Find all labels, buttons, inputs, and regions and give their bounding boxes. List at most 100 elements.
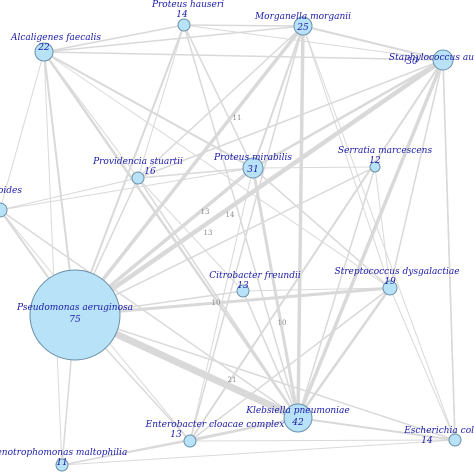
- edge-af-sd: [43, 51, 391, 289]
- edge-pm-sa: [252, 58, 444, 170]
- edge-pm-ps: [137, 167, 254, 179]
- node-name-label: roides: [0, 186, 22, 196]
- node-circle[interactable]: [177, 18, 191, 32]
- edge-ecc-ec: [189, 439, 456, 442]
- node-count-label: 31: [247, 165, 258, 175]
- node-circle[interactable]: [29, 269, 121, 361]
- edge-weight-label: 13: [201, 208, 210, 216]
- edge-mm-af: [43, 25, 304, 53]
- node-name-label: Proteus mirabilis: [213, 153, 292, 163]
- node-circle[interactable]: [448, 433, 462, 447]
- node-name-label: Providencia stuartii: [92, 157, 183, 167]
- node-count-label: 30: [406, 57, 418, 67]
- node-kp[interactable]: Klebsiella pneumoniae 42: [245, 403, 350, 433]
- node-count-label: 22: [37, 43, 50, 53]
- edge-ph-ps: [137, 24, 185, 179]
- edge-weight-label: 10: [212, 299, 221, 307]
- edge-kp-sa: [296, 59, 445, 419]
- edge-weight-label: 13: [204, 229, 213, 237]
- edge-pm-ecc: [189, 167, 254, 442]
- edge-pm-sm: [252, 166, 376, 169]
- node-count-label: 13: [170, 430, 182, 440]
- node-circle[interactable]: [183, 434, 197, 448]
- edge-sd-ecc: [189, 287, 391, 442]
- node-name-label: Morganella morganii: [254, 12, 351, 22]
- edge-st-ec: [61, 439, 456, 466]
- edge-kp-ec: [297, 417, 456, 441]
- node-circle[interactable]: [131, 171, 145, 185]
- node-name-label: Klebsiella pneumoniae: [245, 406, 350, 416]
- node-count-label: 16: [144, 167, 156, 177]
- edge-sa-ps: [137, 59, 444, 179]
- edge-mm-sd: [302, 25, 391, 289]
- edge-sd-cf: [242, 287, 391, 292]
- node-count-label: 12: [369, 156, 381, 166]
- edge-af-bf: [0, 51, 45, 211]
- edge-sm-sd: [374, 166, 391, 289]
- node-circle[interactable]: [432, 49, 454, 71]
- node-name-label: Stenotrophomonas maltophilia: [0, 448, 127, 458]
- edge-sd-ec: [389, 287, 456, 441]
- node-name-label: Pseudomonas aeruginosa: [16, 303, 133, 313]
- node-circle[interactable]: [242, 157, 264, 179]
- edge-pa-sd: [74, 286, 391, 317]
- edge-sa-ecc: [189, 59, 444, 442]
- edge-kp-bf: [0, 209, 299, 419]
- edge-mm-ps: [137, 25, 304, 179]
- edge-mm-ph: [183, 24, 304, 27]
- node-name-label: Staphylococcus au: [389, 53, 474, 63]
- edge-ec-sa: [442, 59, 456, 441]
- edge-pa-mm: [73, 24, 305, 317]
- edge-weight-label: 14: [226, 211, 235, 219]
- node-name-label: Enterobacter cloacae complex: [145, 420, 285, 430]
- edge-kp-sd: [296, 287, 392, 419]
- node-circle[interactable]: [369, 161, 381, 173]
- node-pa[interactable]: Pseudomonas aeruginosa 75: [16, 269, 133, 361]
- node-circle[interactable]: [0, 202, 8, 218]
- node-circle[interactable]: [293, 16, 313, 36]
- node-circle[interactable]: [283, 403, 313, 433]
- node-count-label: 13: [237, 281, 249, 291]
- node-count-label: 14: [176, 10, 188, 20]
- edge-bf-ps: [0, 177, 139, 211]
- node-count-label: 11: [56, 458, 67, 468]
- edge-kp-sm: [297, 166, 376, 419]
- node-pm[interactable]: Proteus mirabilis 31: [213, 153, 292, 179]
- edge-kp-pm: [251, 167, 300, 419]
- edge-weight-label: 10: [278, 319, 287, 327]
- node-circle[interactable]: [55, 458, 69, 472]
- edge-pm-ph: [183, 24, 254, 169]
- node-circle[interactable]: [34, 42, 54, 62]
- node-count-label: 42: [291, 418, 304, 428]
- edge-sa-af: [43, 51, 444, 61]
- node-count-label: 19: [384, 277, 396, 287]
- edge-pm-sd: [252, 167, 391, 289]
- edge-ec-mm: [302, 25, 456, 441]
- edge-sa-sd: [389, 59, 444, 289]
- edge-pa-ec: [74, 314, 456, 441]
- edge-pm-af: [43, 51, 254, 169]
- node-count-label: 75: [69, 315, 81, 325]
- node-name-label: Alcaligenes faecalis: [10, 33, 101, 43]
- edge-mm-ecc: [189, 25, 304, 442]
- node-name-label: Citrobacter freundii: [209, 271, 301, 281]
- node-bf[interactable]: roides18: [0, 186, 22, 218]
- node-circle[interactable]: [382, 280, 398, 296]
- node-circle[interactable]: [236, 284, 250, 298]
- edge-bf-pm: [0, 167, 254, 211]
- edge-cf-ps: [137, 177, 244, 292]
